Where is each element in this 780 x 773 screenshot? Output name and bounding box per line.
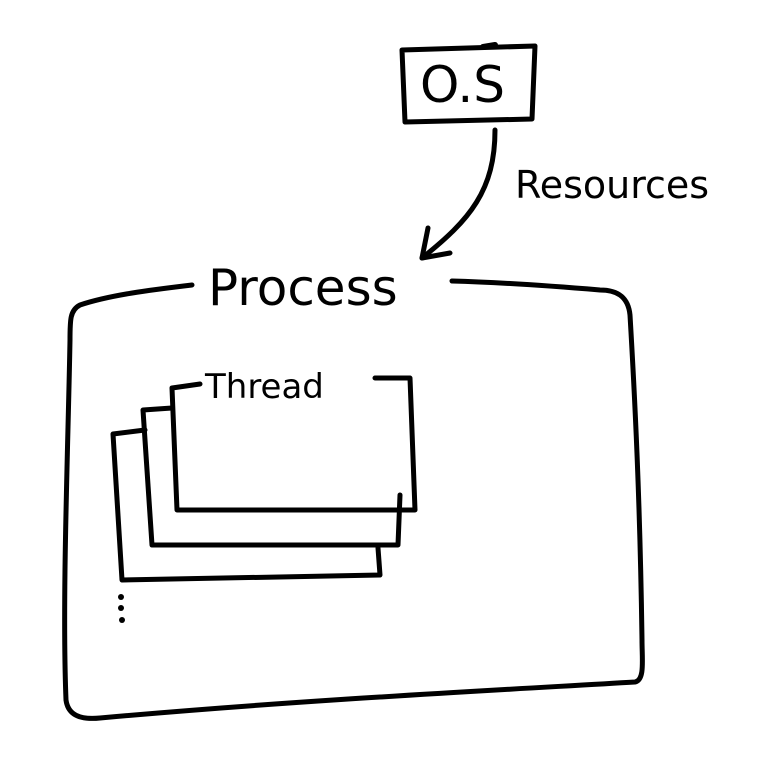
resources-label: Resources bbox=[515, 163, 709, 207]
more-threads-ellipsis bbox=[118, 594, 125, 623]
os-label: O.S bbox=[420, 56, 505, 114]
process-label: Process bbox=[208, 259, 398, 317]
thread-label: Thread bbox=[204, 367, 324, 407]
resources-arrow bbox=[419, 127, 498, 261]
thread-stack: Thread bbox=[110, 367, 418, 583]
process-box: Process bbox=[62, 259, 645, 721]
os-box: O.S bbox=[399, 42, 538, 125]
